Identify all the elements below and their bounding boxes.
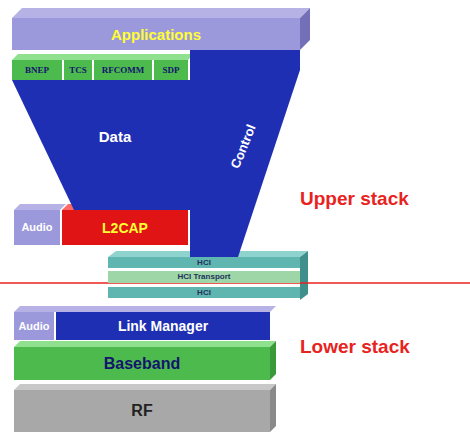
node-label: Audio bbox=[18, 321, 49, 332]
stack-label: Lower stack bbox=[300, 336, 410, 358]
side-face bbox=[300, 251, 308, 300]
audio-box: Audio bbox=[14, 312, 54, 340]
node-label: BNEP bbox=[25, 66, 49, 75]
protocol-box: BNEP bbox=[12, 60, 62, 80]
node-label: Audio bbox=[21, 222, 52, 233]
protocol-box: RFCOMM bbox=[94, 60, 152, 80]
hci-slab: HCI bbox=[108, 287, 300, 298]
node-label: HCI bbox=[197, 259, 211, 267]
hci-slab: HCI Transport bbox=[108, 271, 300, 283]
node-label: Link Manager bbox=[118, 319, 208, 333]
protocol-box: SDP bbox=[154, 60, 188, 80]
node-label: TCS bbox=[69, 66, 87, 75]
side-face bbox=[270, 384, 276, 432]
side-face bbox=[270, 341, 276, 380]
audio-box: Audio bbox=[14, 210, 60, 245]
data-funnel: Data bbox=[12, 80, 190, 210]
l2cap-box: L2CAP bbox=[62, 210, 188, 245]
node-label: Baseband bbox=[104, 356, 180, 372]
hci-slab: HCI bbox=[108, 257, 300, 268]
node-label: HCI bbox=[197, 289, 211, 297]
side-face bbox=[300, 8, 310, 50]
stack-label: Upper stack bbox=[300, 188, 409, 210]
node-label: L2CAP bbox=[102, 221, 148, 235]
protocol-box: TCS bbox=[64, 60, 92, 80]
node-label: Applications bbox=[111, 27, 201, 42]
rf-box: RF bbox=[14, 390, 270, 432]
node-label: HCI Transport bbox=[178, 273, 231, 281]
node-label: RF bbox=[131, 403, 152, 419]
top-face bbox=[12, 8, 310, 18]
node-label: Data bbox=[99, 129, 132, 144]
data-funnel-shape bbox=[12, 80, 190, 210]
control-band: Control bbox=[190, 50, 302, 257]
node-label: RFCOMM bbox=[102, 66, 145, 75]
link-manager-box: Link Manager bbox=[56, 312, 270, 340]
node-label: SDP bbox=[162, 66, 179, 75]
application-bar: Applications bbox=[12, 18, 300, 50]
baseband-box: Baseband bbox=[14, 347, 270, 380]
